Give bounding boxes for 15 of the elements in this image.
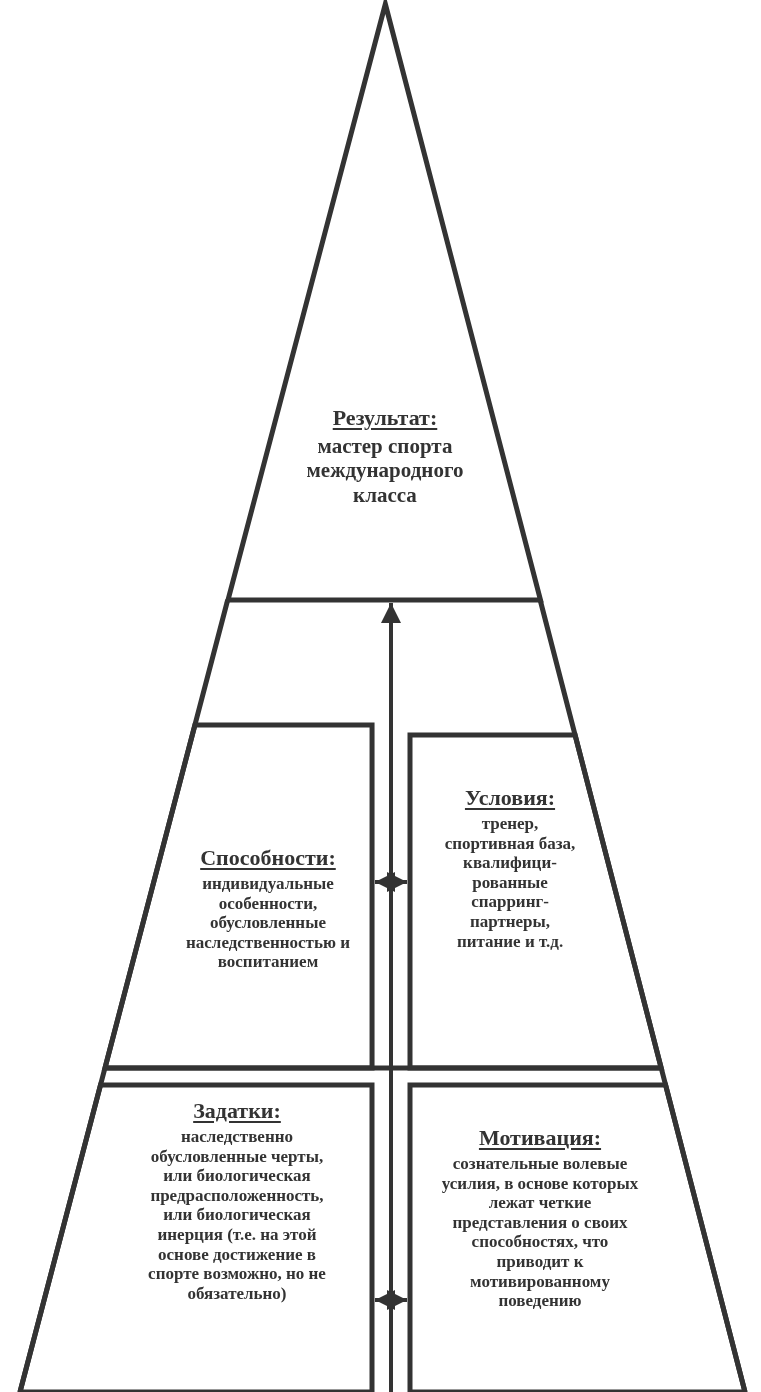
pyramid-section bbox=[410, 1085, 745, 1392]
section-heading: Мотивация: bbox=[478, 1125, 602, 1151]
pyramid-section bbox=[20, 1085, 372, 1392]
section-description: сознательные волевые усилия, в основе которых лежат четкие представления о своих способностях, что приводит к мотивированному поведению bbox=[440, 1154, 640, 1311]
arrow bbox=[375, 1290, 407, 1310]
section-description: наследственно обусловленные черты, или биологическая предрасположенность, или биологическая инерция (т.е. на этой основе достижение в спорте возможно, но не обязательно) bbox=[147, 1127, 327, 1304]
pyramid-section bbox=[104, 725, 372, 1068]
pyramid-section bbox=[410, 735, 662, 1068]
section-heading: Задатки: bbox=[193, 1098, 281, 1124]
section-description: индивидуальные особенности, обусловленные наследственностью и воспитанием bbox=[185, 874, 351, 973]
arrow bbox=[375, 872, 407, 892]
section-heading: Способности: bbox=[200, 845, 336, 871]
section-description: тренер, спортивная база, квалифици- рованные спарринг- партнеры, питание и т.д. bbox=[443, 814, 577, 952]
arrow bbox=[381, 603, 401, 1392]
section-heading: Условия: bbox=[464, 785, 556, 811]
